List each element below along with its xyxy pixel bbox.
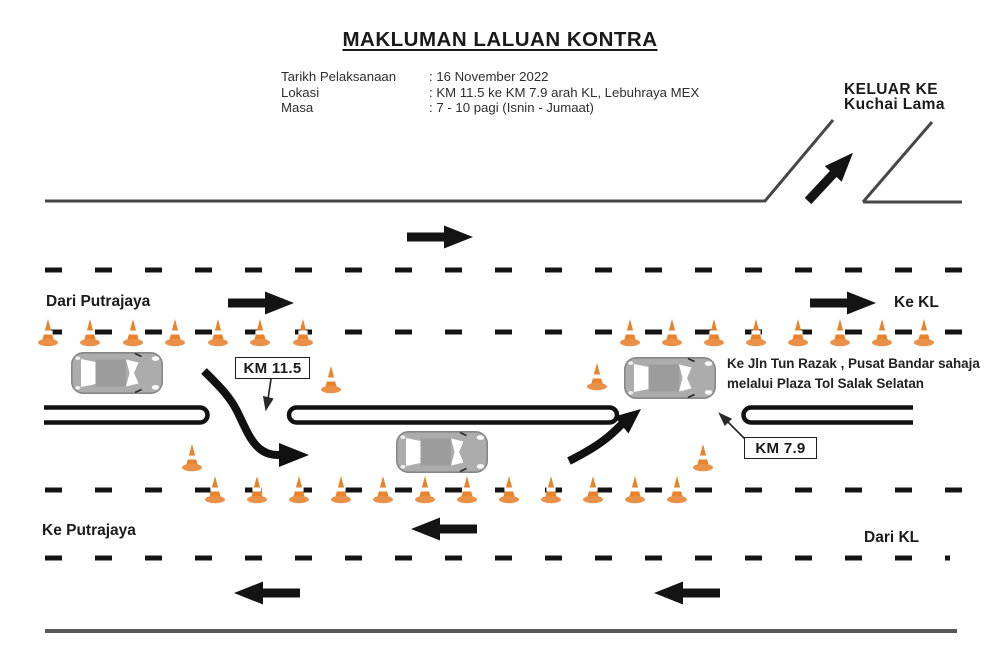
traffic-cone-icon — [321, 366, 341, 394]
traffic-cone-icon — [587, 363, 607, 391]
traffic-cone-icon — [415, 476, 435, 504]
info-label-location: Lokasi — [281, 84, 320, 100]
exit-ramp-arrow-icon — [799, 144, 862, 209]
traffic-cones — [38, 319, 934, 504]
km115-pointer-line — [267, 378, 272, 400]
median-segment-3 — [741, 405, 913, 425]
label-to-kl: Ke KL — [894, 294, 939, 311]
crossover-entry-arrowhead — [279, 443, 309, 467]
direction-arrow-icon — [810, 291, 876, 315]
traffic-cone-icon — [165, 319, 185, 347]
contraflow-merge-arrow-icon — [567, 421, 625, 465]
crossover-exit-arrowhead — [614, 409, 641, 434]
car-top-view-icon — [395, 430, 489, 474]
traffic-cone-icon — [123, 319, 143, 347]
car-top-view-icon — [70, 351, 164, 395]
info-values: : 16 November 2022 : KM 11.5 ke KM 7.9 a… — [429, 69, 699, 116]
traffic-cone-icon — [872, 319, 892, 347]
info-value-date: : 16 November 2022 — [429, 69, 549, 84]
car-top-view-icon — [623, 356, 717, 400]
median-divider — [44, 405, 913, 425]
direction-arrow-icon — [228, 291, 294, 315]
page-title: MAKLUMAN LALUAN KONTRA — [342, 28, 658, 51]
label-from-kl: Dari KL — [864, 529, 920, 546]
traffic-cone-icon — [914, 319, 934, 347]
traffic-cone-icon — [373, 476, 393, 504]
km-11-5-callout: KM 11.5 — [235, 357, 310, 379]
km79-pointer-arrowhead — [718, 412, 733, 427]
direction-arrow-icon — [654, 581, 720, 605]
direction-arrow-icon — [234, 581, 300, 605]
traffic-cone-icon — [693, 444, 713, 472]
median-segment-1 — [44, 405, 210, 425]
lane-markings — [45, 267, 963, 561]
km-7-9-callout: KM 7.9 — [744, 437, 817, 459]
info-label-date: Tarikh Pelaksanaan — [281, 69, 397, 84]
top-road-edge — [45, 119, 835, 203]
exit-ramp-edge — [861, 121, 934, 203]
exit-label: KELUAR KE Kuchai Lama — [844, 81, 945, 113]
contraflow-crossover-arrow-icon — [201, 368, 280, 459]
km115-pointer-arrowhead — [262, 395, 274, 412]
label-from-putrajaya: Dari Putrajaya — [46, 293, 151, 310]
detour-note-line1: Ke Jln Tun Razak , Pusat Bandar sahaja — [727, 356, 980, 371]
traffic-cone-icon — [667, 476, 687, 504]
km79-pointer-line — [727, 421, 747, 441]
detour-note: Ke Jln Tun Razak , Pusat Bandar sahaja m… — [727, 354, 980, 393]
crossover-arrows — [201, 368, 641, 467]
traffic-cone-icon — [662, 319, 682, 347]
traffic-cone-icon — [620, 319, 640, 347]
info-label-time: Masa — [281, 100, 314, 116]
traffic-cone-icon — [625, 476, 645, 504]
direction-arrow-icon — [411, 517, 477, 541]
road-edges — [45, 119, 962, 633]
exit-label-line2: Kuchai Lama — [844, 96, 945, 113]
exit-label-line1: KELUAR KE — [844, 81, 939, 98]
info-labels: Tarikh Pelaksanaan Lokasi Masa — [281, 69, 396, 116]
km-pointers — [262, 378, 747, 441]
label-to-putrajaya: Ke Putrajaya — [42, 522, 136, 539]
traffic-cone-icon — [182, 444, 202, 472]
info-value-location: : KM 11.5 ke KM 7.9 arah KL, Lebuhraya M… — [429, 84, 700, 100]
direction-arrow-icon — [407, 225, 473, 249]
median-segment-2 — [286, 405, 620, 425]
info-value-time: : 7 - 10 pagi (Isnin - Jumaat) — [429, 100, 594, 116]
detour-note-line2: melalui Plaza Tol Salak Selatan — [727, 375, 924, 391]
